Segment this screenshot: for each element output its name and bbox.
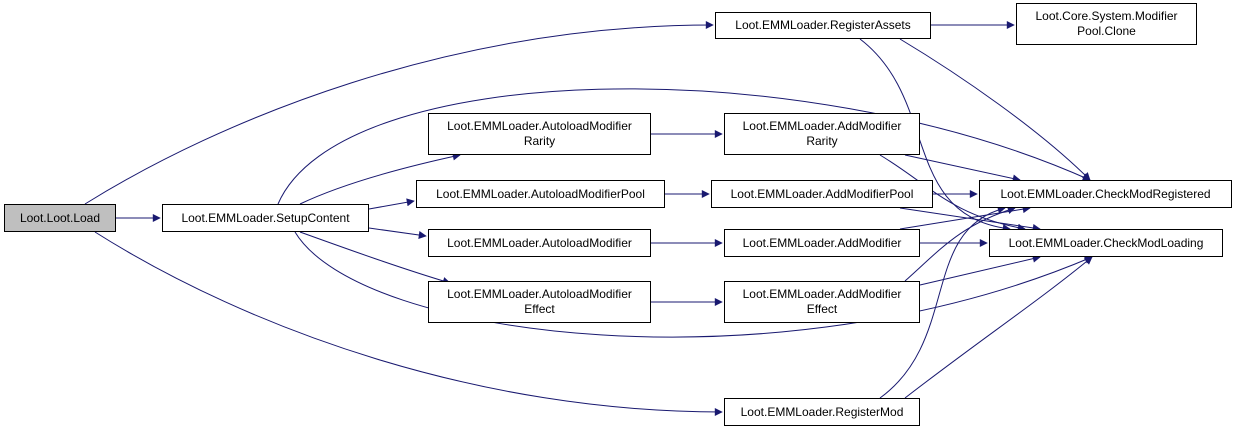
node-modifier-pool-clone-label-line1: Loot.Core.System.Modifier xyxy=(1035,9,1178,23)
edge-add-modifier-rarity-to-check-mod-registered xyxy=(904,154,1021,183)
node-modifier-pool-clone[interactable]: Loot.Core.System.Modifier Pool.Clone xyxy=(1016,3,1197,45)
node-add-modifier[interactable]: Loot.EMMLoader.AddModifier xyxy=(724,229,920,257)
edge-register-mod-to-check-mod-registered xyxy=(879,205,1006,399)
node-add-modifier-rarity-label-line1: Loot.EMMLoader.AddModifier xyxy=(742,119,902,133)
node-check-mod-loading-label: Loot.EMMLoader.CheckModLoading xyxy=(1008,235,1204,250)
node-autoload-modifier-rarity-label-line1: Loot.EMMLoader.AutoloadModifier xyxy=(447,119,632,133)
node-add-modifier-rarity-label-line2: Rarity xyxy=(806,134,838,148)
node-autoload-modifier-pool-label: Loot.EMMLoader.AutoloadModifierPool xyxy=(436,186,645,201)
node-check-mod-registered[interactable]: Loot.EMMLoader.CheckModRegistered xyxy=(979,180,1232,208)
node-add-modifier-rarity[interactable]: Loot.EMMLoader.AddModifier Rarity xyxy=(724,113,920,155)
node-add-modifier-pool[interactable]: Loot.EMMLoader.AddModifierPool xyxy=(711,180,933,208)
node-autoload-modifier-label: Loot.EMMLoader.AutoloadModifier xyxy=(447,235,632,250)
edge-load-to-register-mod xyxy=(94,231,723,416)
edge-register-assets-to-check-mod-registered xyxy=(899,38,1091,181)
edge-add-modifier-effect-to-check-mod-registered xyxy=(904,206,1016,282)
node-autoload-modifier-effect-label-line1: Loot.EMMLoader.AutoloadModifier xyxy=(447,287,632,301)
node-autoload-modifier[interactable]: Loot.EMMLoader.AutoloadModifier xyxy=(428,229,651,257)
edge-setup-content-to-autoload-modifier-pool xyxy=(368,198,415,210)
node-register-assets-label: Loot.EMMLoader.RegisterAssets xyxy=(735,18,911,32)
edge-register-mod-to-check-mod-loading xyxy=(904,256,1093,399)
edge-setup-content-to-autoload-modifier-effect xyxy=(299,231,451,285)
node-add-modifier-label: Loot.EMMLoader.AddModifier xyxy=(742,235,902,250)
node-add-modifier-pool-label: Loot.EMMLoader.AddModifierPool xyxy=(730,186,914,201)
edge-load-to-check-mod-loading xyxy=(294,231,1093,338)
node-load: Loot.Loot.Load xyxy=(4,204,116,232)
edge-load-to-register-assets xyxy=(84,21,714,205)
node-setup-content-label: Loot.EMMLoader.SetupContent xyxy=(181,210,350,225)
node-add-modifier-effect-label-line2: Effect xyxy=(806,302,838,316)
node-check-mod-loading[interactable]: Loot.EMMLoader.CheckModLoading xyxy=(989,229,1223,257)
node-autoload-modifier-effect[interactable]: Loot.EMMLoader.AutoloadModifier Effect xyxy=(428,281,651,323)
node-modifier-pool-clone-label-line2: Pool.Clone xyxy=(1077,24,1136,38)
edge-add-modifier-effect-to-check-mod-loading xyxy=(919,254,1041,286)
node-autoload-modifier-pool[interactable]: Loot.EMMLoader.AutoloadModifierPool xyxy=(416,180,665,208)
edge-add-modifier-pool-to-check-mod-loading xyxy=(899,207,1041,232)
edge-setup-content-to-autoload-modifier xyxy=(368,227,427,239)
edge-load-to-check-mod-registered xyxy=(277,88,1091,205)
node-setup-content[interactable]: Loot.EMMLoader.SetupContent xyxy=(162,204,369,232)
node-autoload-modifier-rarity-label-line2: Rarity xyxy=(523,134,556,148)
edge-setup-content-to-autoload-modifier-rarity xyxy=(299,152,461,205)
node-register-assets[interactable]: Loot.EMMLoader.RegisterAssets xyxy=(715,12,931,39)
node-add-modifier-effect[interactable]: Loot.EMMLoader.AddModifier Effect xyxy=(724,281,920,323)
node-register-mod[interactable]: Loot.EMMLoader.RegisterMod xyxy=(724,398,920,426)
node-register-mod-label: Loot.EMMLoader.RegisterMod xyxy=(740,404,904,419)
node-check-mod-registered-label: Loot.EMMLoader.CheckModRegistered xyxy=(1000,186,1211,201)
edge-register-assets-to-check-mod-loading xyxy=(859,38,1011,233)
node-load-label: Loot.Loot.Load xyxy=(19,210,101,225)
node-autoload-modifier-effect-label-line2: Effect xyxy=(524,302,555,316)
node-add-modifier-effect-label-line1: Loot.EMMLoader.AddModifier xyxy=(742,287,902,301)
node-autoload-modifier-rarity[interactable]: Loot.EMMLoader.AutoloadModifier Rarity xyxy=(428,113,651,155)
